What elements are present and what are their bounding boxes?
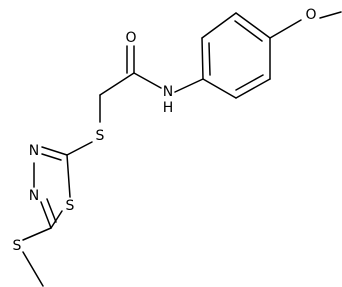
bonds [22,11,342,287]
bond-sulfur-to-ring [66,141,93,156]
bond-benzene-4 [202,78,237,99]
bond-carbonyl-to-methylene [99,72,135,96]
bond-ring-c2-to-n3-inner [41,153,62,161]
bond-benzene-3 [201,37,204,80]
bond-benzene-1-inner [234,20,263,42]
bond-ring-n4-to-c5-inner [46,198,57,223]
atom-oxygen-methoxy: O [305,7,316,23]
bond-ring-n4-to-c5 [40,201,52,229]
atom-sulfur-thioether: S [96,128,105,144]
bond-methoxy-methyl [319,11,342,19]
bond-ring-c2-to-n3 [41,146,68,156]
bond-benzene-3-inner [208,42,211,76]
atom-oxygen-carbonyl: O [125,30,136,46]
bond-benzene-5 [235,78,271,99]
atom-nitrogen-amide: N [163,84,173,100]
atom-hydrogen-amide: H [163,100,174,116]
bond-benzene-1 [235,12,271,39]
bond-benzene-2 [201,12,237,39]
bond-nitrogen-to-carbonyl [133,72,162,89]
bond-methylthio-sulfur-to-methyl [22,251,44,287]
atom-nitrogen-ring-upper: N [29,143,39,159]
bond-methoxy-oxygen-to-ring [269,19,302,39]
atom-sulfur-ring: S [66,198,75,214]
bond-ring-c5-to-s1 [50,210,63,229]
atom-sulfur-methylthio: S [13,238,22,254]
bond-ring-s1-to-c2 [66,154,71,198]
atom-nitrogen-ring-lower: N [29,188,39,204]
bond-benzene-5-inner [235,74,264,91]
bond-ring-to-nitrogen [174,78,204,93]
bond-c5-to-methylthio-sulfur [22,227,52,241]
atom-labels: O N H O S N N S S [13,7,317,254]
